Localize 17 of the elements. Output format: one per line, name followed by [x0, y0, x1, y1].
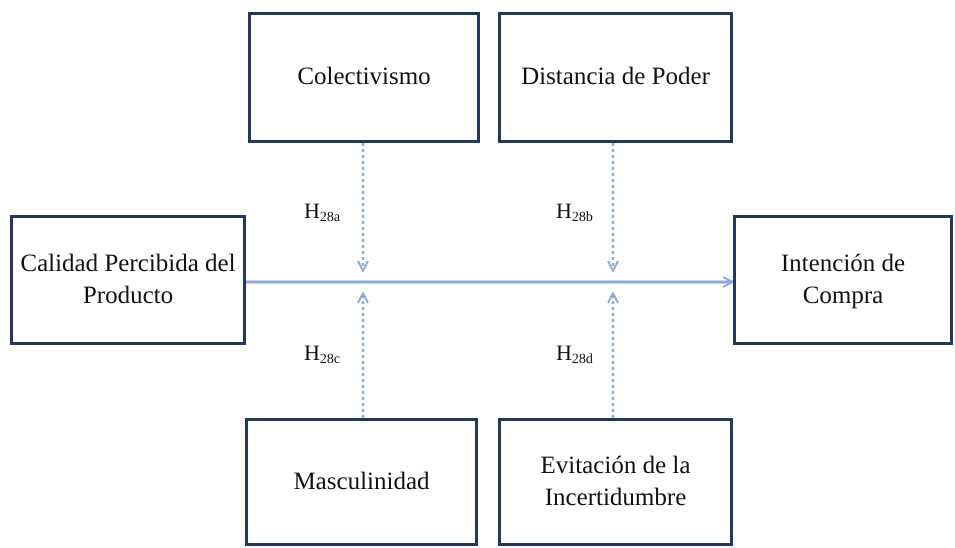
concept-box [248, 12, 480, 143]
dashed-arrow [357, 143, 369, 272]
concept-box [498, 12, 733, 143]
box-label: Calidad Percibida del Producto [19, 248, 237, 311]
box-label: Masculinidad [293, 466, 430, 497]
box-label: Colectivismo [297, 62, 431, 92]
concept-box [498, 418, 733, 546]
box-label: Intención de Compra [780, 248, 906, 311]
arrow [246, 276, 734, 288]
concept-box [245, 418, 478, 546]
concept-box [733, 215, 953, 345]
box-label: Distancia de Poder [521, 62, 710, 92]
box-label: Evitación de la Incertidumbre [540, 450, 692, 513]
dashed-arrow [357, 292, 369, 418]
dashed-arrow [607, 292, 619, 418]
dashed-arrow [607, 143, 619, 272]
concept-box [10, 215, 246, 345]
